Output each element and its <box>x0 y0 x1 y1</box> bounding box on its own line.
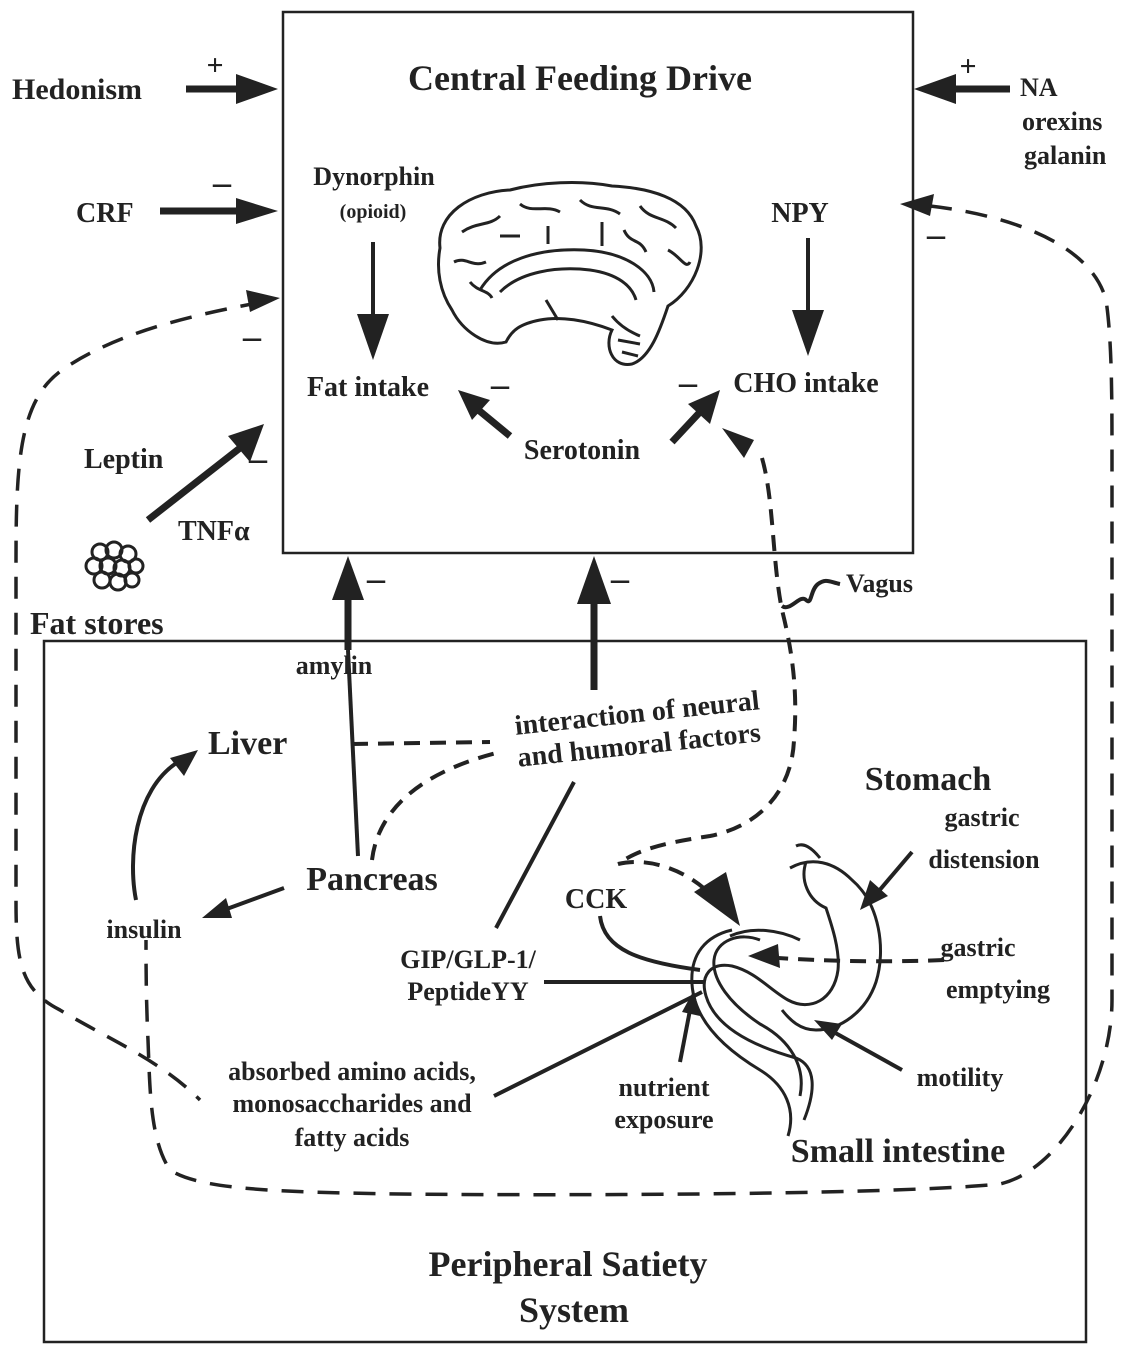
cck-dashed-arrow-head <box>694 872 740 926</box>
tnf-label: TNFα <box>178 516 250 547</box>
left-loop-minus-sign: – <box>242 316 262 356</box>
small-intestine-label: Small intestine <box>791 1133 1005 1170</box>
interaction-minus-sign: – <box>610 558 630 598</box>
hedonism-label: Hedonism <box>12 73 142 106</box>
opioid-label: (opioid) <box>340 201 407 223</box>
npy-label: NPY <box>771 198 829 229</box>
na-label: NA <box>1020 73 1058 102</box>
fat-cells-icon <box>86 542 143 590</box>
motility-label: motility <box>917 1063 1004 1092</box>
stomach-label: Stomach <box>865 761 992 798</box>
central-feeding-drive-title: Central Feeding Drive <box>408 58 752 98</box>
cck-to-intestine-line <box>600 916 700 970</box>
gip-label-line2: PeptideYY <box>407 977 529 1006</box>
gastric-distension-line1: gastric <box>944 803 1019 832</box>
hedonism-arrow-head <box>236 74 278 104</box>
gastric-emptying-arrow-head <box>748 944 780 968</box>
vagus-dashed-path <box>618 458 795 864</box>
left-feedback-dashed-loop <box>16 302 262 1100</box>
nutrient-exposure-arrow <box>680 1010 690 1062</box>
brain-illustration <box>439 183 702 365</box>
cck-label: CCK <box>565 884 627 915</box>
fat-stores-label: Fat stores <box>30 605 164 641</box>
gastric-emptying-line1: gastric <box>940 933 1015 962</box>
motility-arrow <box>830 1030 902 1070</box>
npy-arrow-head <box>792 310 824 356</box>
cho-intake-label: CHO intake <box>733 368 878 399</box>
amylin-arrow-head <box>332 556 364 600</box>
absorbed-label-line1: absorbed amino acids, <box>228 1057 476 1086</box>
nutrient-exposure-line1: nutrient <box>619 1073 710 1102</box>
insulin-label: insulin <box>106 915 182 944</box>
serotonin-to-fat-arrow <box>476 408 510 436</box>
gastric-distension-arrow <box>878 852 912 892</box>
absorbed-label-line3: fatty acids <box>295 1123 410 1152</box>
gip-to-interaction-line <box>496 782 574 928</box>
gastric-emptying-line2: emptying <box>946 975 1050 1004</box>
peripheral-satiety-title-line2: System <box>519 1290 629 1330</box>
insulin-to-liver-arrow-head <box>170 750 198 776</box>
absorbed-label-line2: monosaccharides and <box>232 1089 472 1118</box>
amylin-minus-sign: – <box>366 558 386 598</box>
gastric-emptying-dashed-arrow <box>778 958 944 961</box>
pancreas-interaction-dashed-link <box>372 752 500 860</box>
na-arrow-head <box>914 74 956 104</box>
fat-intake-label: Fat intake <box>307 372 429 403</box>
orexins-label: orexins <box>1022 107 1102 136</box>
dynorphin-arrow-head <box>357 314 389 360</box>
hedonism-plus-sign: + <box>206 49 223 82</box>
serotonin-cho-minus-sign: – <box>678 362 698 402</box>
vagus-label: Vagus <box>846 569 913 598</box>
leptin-label: Leptin <box>84 444 164 475</box>
pancreas-to-amylin-line <box>348 650 358 856</box>
peripheral-satiety-title-line1: Peripheral Satiety <box>429 1244 708 1284</box>
crf-minus-sign: – <box>212 162 232 202</box>
liver-label: Liver <box>208 725 287 762</box>
serotonin-fat-minus-sign: – <box>490 364 510 404</box>
pancreas-to-insulin-arrow <box>224 888 284 910</box>
right-loop-arrow-head <box>900 194 934 216</box>
pancreas-to-insulin-arrow-head <box>202 898 232 918</box>
galanin-label: galanin <box>1024 141 1107 170</box>
insulin-to-liver-arrow <box>133 762 178 900</box>
na-plus-sign: + <box>959 50 976 83</box>
nutrient-exposure-line2: exposure <box>614 1105 713 1134</box>
right-loop-minus-sign: – <box>926 214 946 254</box>
liver-interaction-dashed-link <box>352 742 490 744</box>
vagus-to-cho-arrow-head <box>722 428 754 458</box>
amylin-label: amylin <box>296 651 373 680</box>
serotonin-to-cho-arrow <box>672 412 700 442</box>
gastric-distension-line2: distension <box>928 845 1040 874</box>
serotonin-label: Serotonin <box>524 435 641 466</box>
pancreas-label: Pancreas <box>306 861 438 898</box>
gip-label-line1: GIP/GLP-1/ <box>400 945 537 974</box>
vagus-squiggle <box>782 581 840 607</box>
dynorphin-label: Dynorphin <box>313 162 435 191</box>
left-loop-arrow-head <box>246 290 280 312</box>
crf-label: CRF <box>76 198 134 229</box>
crf-arrow-head <box>236 198 278 224</box>
interaction-arrow-head <box>577 556 611 604</box>
